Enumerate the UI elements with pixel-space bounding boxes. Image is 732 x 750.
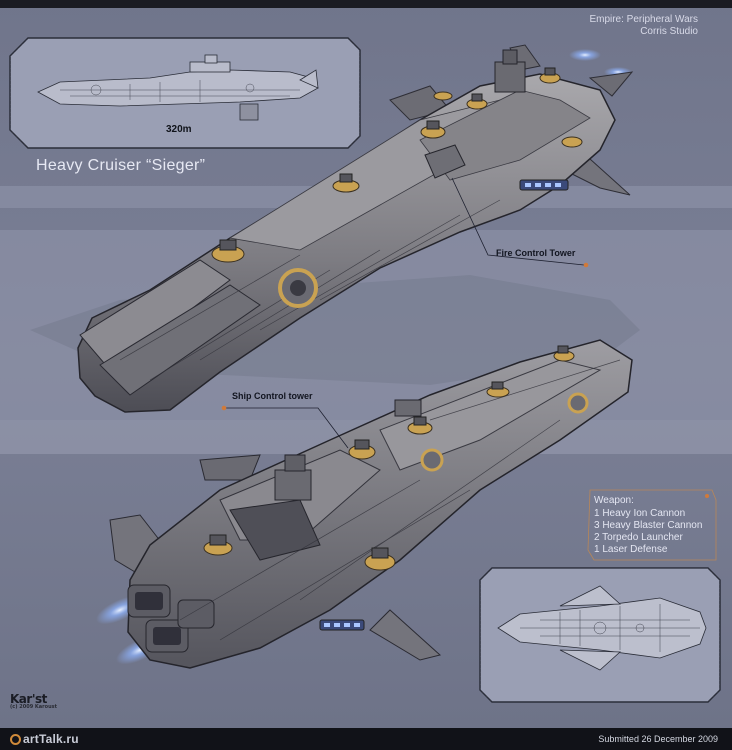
footer-bar: artTalk.ru Submitted 26 December 2009 — [0, 728, 732, 750]
weapon-panel-frame — [587, 489, 717, 561]
callout-ship-control-tower: Ship Control tower — [232, 391, 313, 401]
blueprint-panel-bottom — [479, 567, 721, 703]
studio-name: Corris Studio — [640, 26, 698, 37]
artist-name: Kar'st — [10, 692, 47, 706]
weapon-list-title: Weapon: — [594, 495, 634, 506]
callout-fire-control-tower: Fire Control Tower — [496, 248, 576, 258]
ship-upper-render — [77, 44, 634, 413]
weapon-list-panel: Weapon: 1 Heavy Ion Cannon 3 Heavy Blast… — [594, 495, 718, 556]
site-logo-text: artTalk.ru — [23, 732, 79, 746]
ship-length-label: 320m — [166, 124, 192, 135]
weapon-item: 3 Heavy Blaster Cannon — [594, 520, 703, 531]
submitted-date: Submitted 26 December 2009 — [598, 734, 718, 744]
site-logo-icon — [10, 734, 21, 745]
blueprint-panel-top — [9, 37, 361, 149]
callout-line-fire-control — [451, 177, 589, 268]
ship-lower-render — [96, 339, 633, 669]
ship-title: Heavy Cruiser “Sieger” — [36, 157, 206, 174]
weapon-item: 1 Laser Defense — [594, 544, 668, 555]
artwork-illustration — [0, 0, 732, 728]
weapon-list: 1 Heavy Ion Cannon 3 Heavy Blaster Canno… — [594, 508, 718, 556]
artist-copyright: (c) 2009 Karoust — [10, 704, 58, 710]
artist-signature-logo: Kar'st (c) 2009 Karoust — [10, 692, 57, 710]
callout-line-ship-control — [221, 405, 349, 449]
weapon-item: 1 Heavy Ion Cannon — [594, 508, 686, 519]
weapon-item: 2 Torpedo Launcher — [594, 532, 683, 543]
project-title: Empire: Peripheral Wars — [589, 14, 698, 25]
site-logo-link[interactable]: artTalk.ru — [10, 732, 79, 746]
